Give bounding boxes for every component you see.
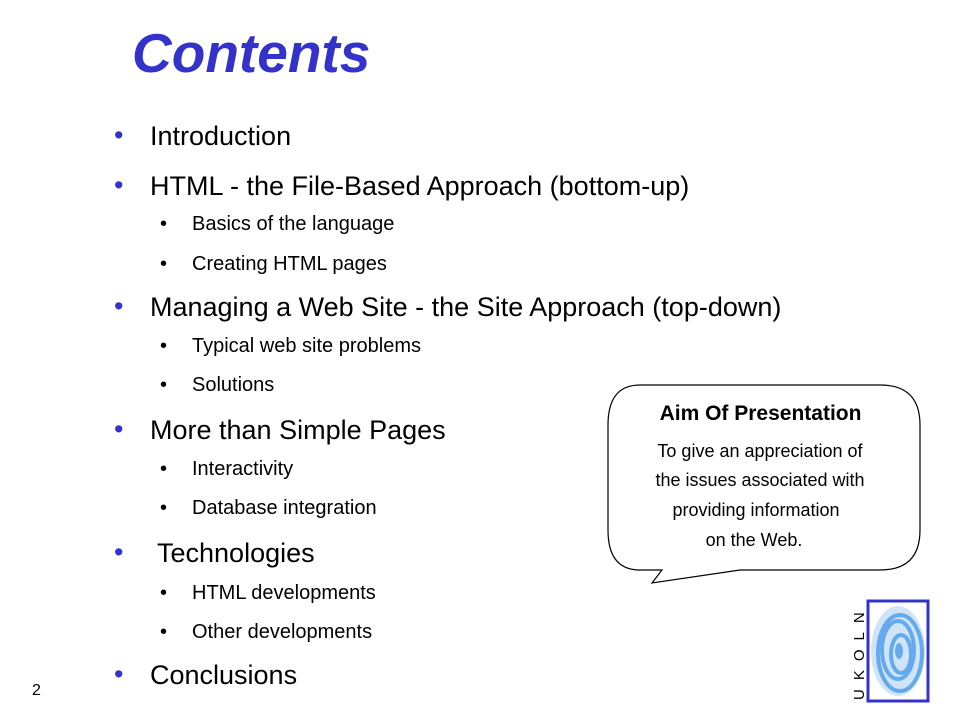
callout-line: on the Web. xyxy=(705,530,803,550)
outline-item-label: Solutions xyxy=(192,374,275,396)
slide-title: Contents xyxy=(132,22,371,84)
callout-line: providing information xyxy=(672,500,840,520)
outline-item-label: Introduction xyxy=(150,121,292,151)
outline-item-label: More than Simple Pages xyxy=(150,415,446,445)
speech-bubble-shape xyxy=(607,384,921,584)
bullet-icon: • xyxy=(114,414,124,444)
bullet-icon: • xyxy=(114,659,124,689)
outline-subitem: • Basics of the language xyxy=(160,213,395,235)
bullet-icon: • xyxy=(114,537,124,567)
outline-subitem: • HTML developments xyxy=(160,582,376,604)
outline-item-label: Managing a Web Site - the Site Approach … xyxy=(150,292,782,322)
outline-item: • HTML - the File-Based Approach (bottom-… xyxy=(114,171,690,201)
outline-item-label: Typical web site problems xyxy=(192,335,421,357)
bullet-icon: • xyxy=(160,253,168,275)
outline-item: • Conclusions xyxy=(114,660,298,690)
outline-item-label: Technologies xyxy=(150,538,315,568)
outline-subitem: • Interactivity xyxy=(160,458,294,480)
bullet-icon: • xyxy=(160,497,168,519)
outline-item-label: Conclusions xyxy=(150,660,298,690)
ukoln-logo: UKOLN xyxy=(838,598,932,704)
bullet-icon: • xyxy=(160,335,168,357)
outline-item: • Managing a Web Site - the Site Approach… xyxy=(114,292,782,322)
outline-item-label: Other developments xyxy=(192,621,373,643)
outline-subitem: • Creating HTML pages xyxy=(160,253,387,275)
bullet-icon: • xyxy=(160,621,168,643)
bullet-icon: • xyxy=(160,374,168,396)
outline-subitem: • Other developments xyxy=(160,621,373,643)
bullet-icon: • xyxy=(114,120,124,150)
outline-item: • Introduction xyxy=(114,121,292,151)
callout-line: To give an appreciation of xyxy=(657,441,863,461)
outline-item-label: Database integration xyxy=(192,497,377,519)
bullet-icon: • xyxy=(114,291,124,321)
outline-item-label: Basics of the language xyxy=(192,213,395,235)
outline-subitem: • Database integration xyxy=(160,497,377,519)
bullet-icon: • xyxy=(160,582,168,604)
bullet-icon: • xyxy=(160,213,168,235)
page-number: 2 xyxy=(32,682,41,699)
logo-wordmark: UKOLN xyxy=(851,603,868,700)
callout-title: Aim Of Presentation xyxy=(659,402,862,425)
outline-item-label: HTML - the File-Based Approach (bottom-u… xyxy=(150,171,690,201)
outline-subitem: • Solutions xyxy=(160,374,275,396)
callout-line: the issues associated with xyxy=(655,470,865,490)
outline-item-label: HTML developments xyxy=(192,582,376,604)
outline-item-label: Creating HTML pages xyxy=(192,253,387,275)
aim-callout: Aim Of Presentation To give an appreciat… xyxy=(600,380,925,590)
ukoln-swirl-icon: UKOLN xyxy=(851,599,930,703)
bullet-icon: • xyxy=(160,458,168,480)
bullet-icon: • xyxy=(114,170,124,200)
outline-item: • Technologies xyxy=(114,538,315,568)
outline-item: • More than Simple Pages xyxy=(114,415,446,445)
outline-item-label: Interactivity xyxy=(192,458,294,480)
outline-subitem: • Typical web site problems xyxy=(160,335,421,357)
